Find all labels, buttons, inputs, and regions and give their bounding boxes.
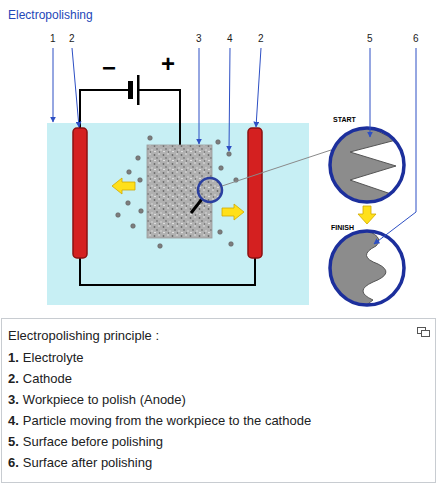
list-number: 1. [8,351,19,364]
cathode-bar [73,128,87,258]
list-text: Workpiece to polish (Anode) [23,393,186,406]
list-text: Surface after polishing [23,456,152,469]
diagram-title: Electropolishing [8,9,93,21]
callout-number: 4 [227,34,233,44]
callout-number: 3 [196,34,202,44]
caption-panel [2,319,436,483]
particles [116,136,239,249]
list-text: Particle moving from the workpiece to th… [23,414,311,427]
list-number: 6. [8,456,19,469]
list-text: Electrolyte [23,351,84,364]
list-number: 5. [8,435,19,448]
electrolyte-bath [47,123,309,305]
callout-number: 2 [258,34,264,44]
enlarge-icon [418,328,430,337]
polarity-sign: − [102,56,116,80]
list-number: 3. [8,393,19,406]
callout-number: 2 [69,34,75,44]
callout-number: 5 [367,34,373,44]
list-text: Surface before polishing [23,435,163,448]
rough-surface [325,125,396,207]
caption-heading: Electropolishing principle : [8,329,159,342]
callout-arrows [53,48,416,244]
leader-line [222,150,331,186]
stage-label: FINISH [331,224,354,231]
motion-arrow [112,178,135,194]
start-circle [330,128,404,202]
finish-circle [330,231,404,305]
list-text: Cathode [23,372,72,385]
list-number: 2. [8,372,19,385]
magnifier-handle [191,199,202,213]
wires [80,90,255,285]
stage-label: START [333,116,356,123]
sequence-arrow [358,206,376,224]
polarity-sign: + [161,52,175,76]
list-number: 4. [8,414,19,427]
battery-symbol [128,75,140,105]
callout-number: 6 [413,34,419,44]
cathode-bar [248,128,262,258]
callout-number: 1 [50,34,56,44]
magnifier-lens [198,178,222,202]
smooth-surface [325,228,386,310]
motion-arrow [222,204,244,220]
